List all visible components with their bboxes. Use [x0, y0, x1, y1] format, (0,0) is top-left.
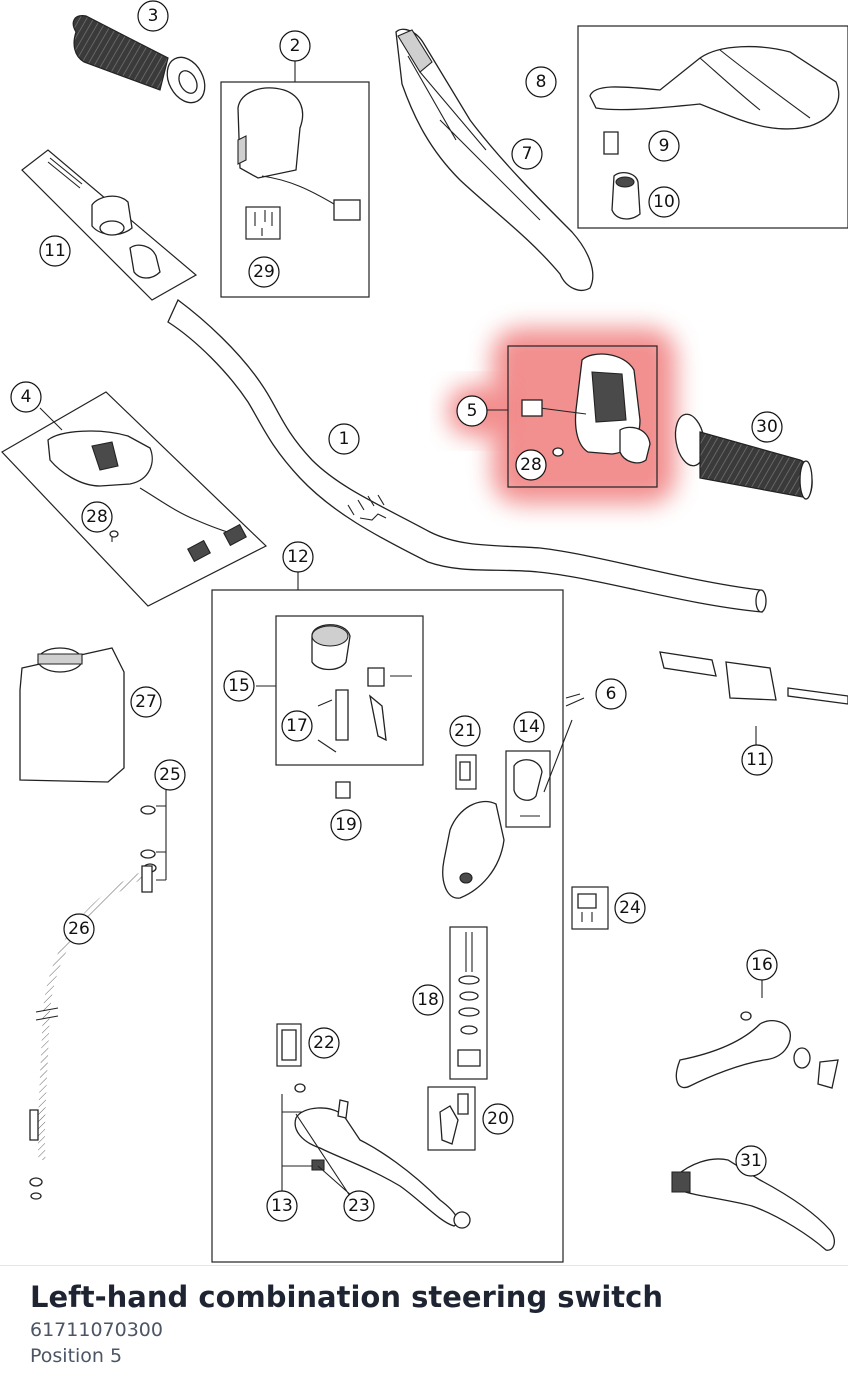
callout-text: 18 [417, 990, 439, 1010]
callout-10[interactable]: 10 [648, 186, 680, 218]
callout-text: 19 [335, 815, 357, 835]
callout-text: 24 [619, 898, 641, 918]
callout-text: 17 [286, 716, 308, 736]
part-info-panel: Left-hand combination steering switch 61… [0, 1265, 848, 1391]
banjo-bolt-part [140, 790, 167, 893]
callout-text: 25 [159, 765, 181, 785]
part-title: Left-hand combination steering switch [30, 1280, 663, 1314]
part-box-5[interactable] [486, 345, 658, 488]
clutch-lever-part [281, 1083, 471, 1229]
brake-hose-part [29, 863, 157, 1200]
lever-part-31 [671, 1158, 836, 1251]
callout-1[interactable]: 1 [328, 423, 360, 455]
callout-text: 21 [454, 721, 476, 741]
callout-text: 2 [290, 36, 301, 56]
callout-28-left[interactable]: 28 [81, 501, 113, 533]
callout-text: 22 [313, 1033, 335, 1053]
callout-text: 14 [518, 717, 540, 737]
callout-text: 16 [751, 955, 773, 975]
callout-24[interactable]: 24 [614, 892, 646, 924]
callout-13[interactable]: 13 [266, 1190, 298, 1222]
bar-end-kit-11-right [659, 651, 848, 746]
parts-cluster-12 [335, 693, 585, 899]
part-box-20 [427, 1086, 476, 1151]
callout-22[interactable]: 22 [308, 1027, 340, 1059]
callout-14[interactable]: 14 [513, 711, 545, 743]
callout-text: 29 [253, 262, 275, 282]
callout-text: 9 [659, 136, 670, 156]
callout-text: 27 [135, 692, 157, 712]
part-box-15 [256, 615, 424, 766]
part-box-8 [577, 25, 848, 229]
brake-lever-part-16 [675, 980, 839, 1089]
callout-11[interactable]: 11 [39, 235, 71, 267]
callout-6[interactable]: 6 [595, 678, 627, 710]
right-grip-part [674, 413, 813, 500]
part-box-12 [211, 572, 564, 1263]
callout-text: 11 [746, 750, 768, 770]
callout-31[interactable]: 31 [735, 1145, 767, 1177]
callout-text: 28 [520, 455, 542, 475]
callout-17[interactable]: 17 [281, 710, 313, 742]
part-box-24 [571, 886, 609, 930]
handlebar-part [167, 298, 767, 613]
callout-3[interactable]: 3 [137, 0, 169, 32]
callout-4[interactable]: 4 [10, 381, 42, 413]
callout-text: 3 [148, 6, 159, 26]
callout-text: 6 [606, 684, 617, 704]
callout-2[interactable]: 2 [279, 30, 311, 62]
callout-text: 4 [21, 387, 32, 407]
callout-8[interactable]: 8 [525, 66, 557, 98]
callout-18[interactable]: 18 [412, 984, 444, 1016]
callout-text: 5 [467, 401, 478, 421]
part-box-4 [1, 391, 268, 607]
callout-7[interactable]: 7 [511, 138, 543, 170]
callout-15[interactable]: 15 [223, 670, 255, 702]
callout-text: 31 [740, 1151, 762, 1171]
oil-bottle-part [19, 647, 125, 783]
callout-text: 10 [653, 192, 675, 212]
callout-text: 28 [86, 507, 108, 527]
exploded-parts-diagram: 1 2 3 4 5 6 7 8 9 10 11 11 12 13 14 15 1… [1, 0, 848, 1263]
callout-5[interactable]: 5 [456, 395, 488, 427]
callout-20[interactable]: 20 [482, 1103, 514, 1135]
callout-text: 13 [271, 1196, 293, 1216]
callout-9[interactable]: 9 [648, 130, 680, 162]
callout-29[interactable]: 29 [248, 256, 280, 288]
part-box-18 [449, 926, 488, 1080]
callout-23[interactable]: 23 [343, 1190, 375, 1222]
callout-25[interactable]: 25 [154, 759, 186, 791]
left-grip-part [72, 15, 206, 104]
handguard-part-7 [395, 28, 594, 291]
part-number: 61711070300 [30, 1319, 163, 1341]
callout-28-right[interactable]: 28 [515, 449, 547, 481]
callout-11-right[interactable]: 11 [741, 744, 773, 776]
part-box-22 [276, 1023, 302, 1067]
callout-text: 12 [287, 547, 309, 567]
callout-text: 23 [348, 1196, 370, 1216]
callout-16[interactable]: 16 [746, 949, 778, 981]
callout-21[interactable]: 21 [449, 715, 481, 747]
callout-text: 11 [44, 241, 66, 261]
bar-end-kit-11 [21, 149, 198, 301]
callout-12[interactable]: 12 [282, 541, 314, 573]
callout-text: 7 [522, 144, 533, 164]
callout-27[interactable]: 27 [130, 686, 162, 718]
part-box-2 [220, 58, 370, 298]
part-position: Position 5 [30, 1345, 123, 1367]
callout-text: 15 [228, 676, 250, 696]
callout-26[interactable]: 26 [63, 913, 95, 945]
callout-text: 30 [756, 417, 778, 437]
callout-text: 1 [339, 429, 350, 449]
callout-text: 20 [487, 1109, 509, 1129]
callout-30[interactable]: 30 [751, 411, 783, 443]
callout-19[interactable]: 19 [330, 809, 362, 841]
callout-text: 26 [68, 919, 90, 939]
callout-text: 8 [536, 72, 547, 92]
